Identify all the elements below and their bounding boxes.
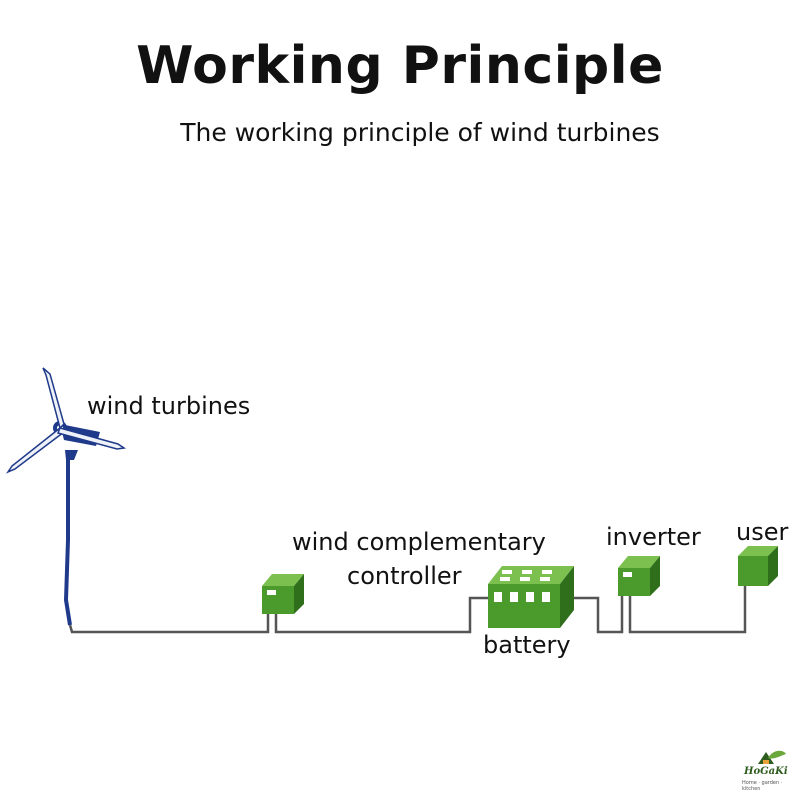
controller-box — [262, 574, 304, 614]
user-box — [738, 546, 778, 586]
turbine-tower — [63, 452, 72, 626]
inverter-box — [618, 556, 660, 596]
wiring — [68, 586, 747, 634]
wire-battery-inverter — [574, 596, 624, 634]
page-subtitle: The working principle of wind turbines — [180, 118, 660, 147]
turbine-nacelle-base — [65, 450, 78, 460]
label-battery: battery — [483, 631, 571, 659]
wire-turbine-controller — [68, 612, 270, 634]
wire-controller-battery — [274, 596, 490, 634]
label-controller-line1: wind complementary — [292, 528, 546, 556]
label-user: user — [736, 518, 789, 546]
battery-box — [488, 566, 574, 628]
label-controller-line2: controller — [347, 562, 462, 590]
wire-inverter-user — [628, 586, 747, 634]
turbine-blade-right — [56, 427, 127, 450]
turbine-blade-left — [5, 426, 66, 474]
page-title: Working Principle — [136, 36, 664, 96]
hogaki-logo — [758, 750, 786, 764]
turbine-blade-up — [42, 367, 65, 430]
logo-tagline: Home · garden · kitchen — [742, 780, 783, 792]
label-inverter: inverter — [606, 523, 701, 551]
logo-name: HoGaKi — [744, 766, 788, 777]
wind-turbine — [5, 367, 127, 626]
label-wind-turbines: wind turbines — [87, 392, 251, 420]
